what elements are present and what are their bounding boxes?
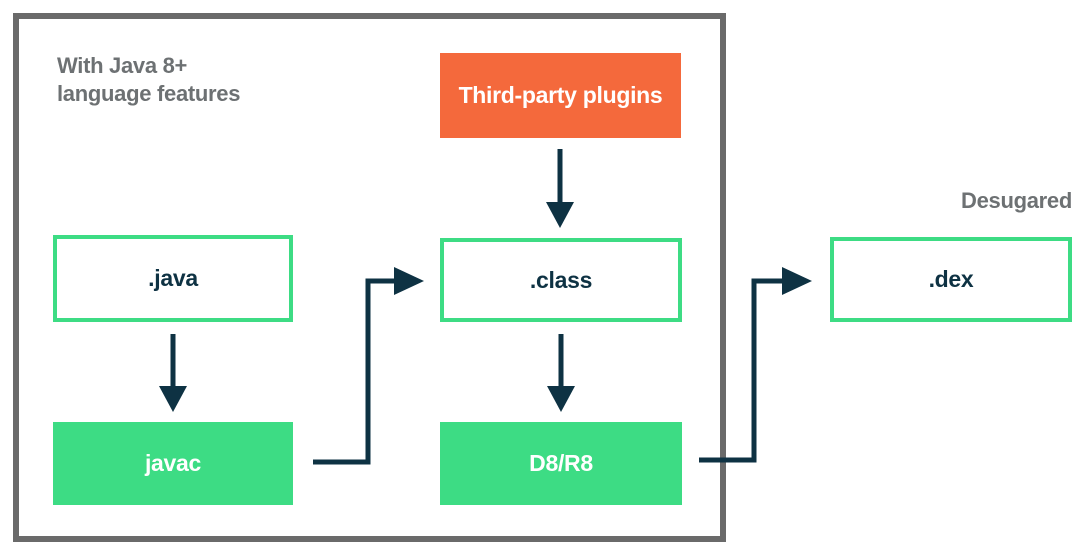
- with-java-note-line2: language features: [57, 81, 241, 106]
- node-class-file: .class: [440, 238, 682, 322]
- pipeline-frame: [13, 13, 726, 542]
- node-third-party-plugins: Third-party plugins: [440, 53, 681, 138]
- node-class-file-label: .class: [529, 266, 593, 293]
- with-java-note-line1: With Java 8+: [57, 53, 188, 78]
- node-d8r8: D8/R8: [440, 422, 682, 505]
- node-java-file: .java: [53, 235, 293, 322]
- with-java-note: With Java 8+ language features: [57, 52, 240, 108]
- node-dex-file: .dex: [830, 237, 1072, 322]
- node-javac: javac: [53, 422, 293, 505]
- node-dex-file-label: .dex: [928, 266, 974, 292]
- node-java-file-label: .java: [148, 265, 198, 291]
- desugared-label: Desugared: [960, 188, 1072, 213]
- node-javac-label: javac: [144, 450, 202, 476]
- node-third-party-plugins-label: Third-party plugins: [458, 82, 663, 108]
- node-d8r8-label: D8/R8: [529, 450, 593, 476]
